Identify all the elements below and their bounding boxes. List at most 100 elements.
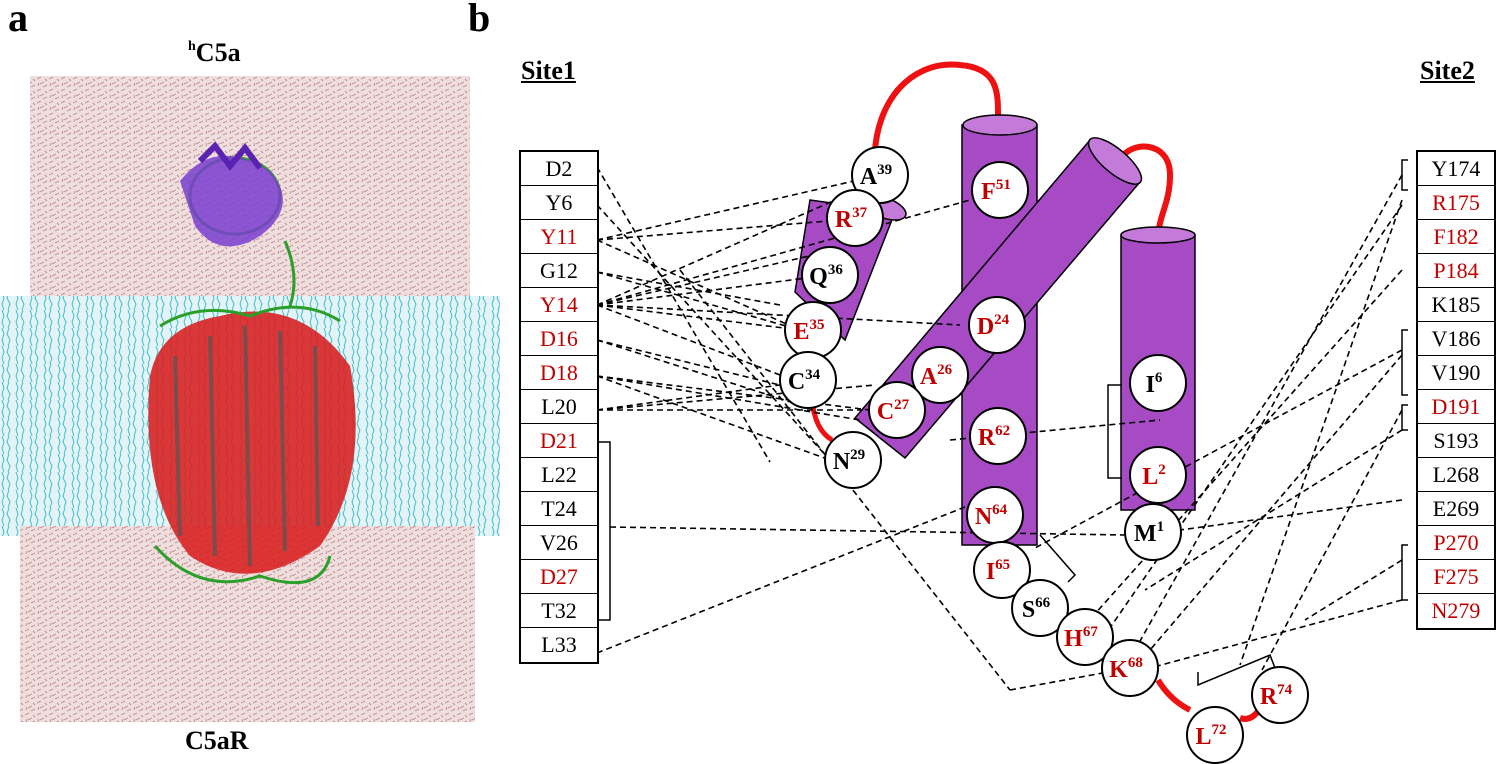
site2-residue: N279 (1431, 598, 1481, 623)
site1-residue: V26 (521, 526, 597, 560)
brackets (596, 159, 1408, 687)
site1-residue: Y14 (521, 288, 597, 322)
site2-residue: V190 (1418, 356, 1494, 390)
interaction-line (1104, 204, 1403, 636)
residue-layer: A39R37Q36E35C34N29F51D24A26C27R62N64I65S… (779, 146, 1309, 764)
residue-number: 29 (850, 447, 865, 463)
loop-a39-f51 (872, 61, 1002, 151)
svg-text:I65: I65 (986, 557, 1010, 585)
residue-n64: N64 (966, 486, 1024, 544)
svg-text:N29: N29 (833, 447, 865, 475)
residue-number: 66 (1035, 595, 1051, 611)
residue-aa: C (877, 399, 894, 425)
site2-residue: D191 (1418, 390, 1494, 424)
interaction-line (596, 339, 801, 406)
c5a-structure (180, 141, 296, 307)
c5a-label-prefix: h (188, 39, 196, 54)
panel-a-letter: a (8, 0, 28, 40)
residue-c27: C27 (868, 381, 926, 439)
residue-number: 51 (996, 177, 1011, 193)
svg-text:R74: R74 (1260, 682, 1293, 710)
interaction-line (596, 174, 881, 241)
residue-d24: D24 (968, 296, 1026, 354)
site2-title: Site2 (1420, 56, 1475, 85)
residue-number: 36 (828, 262, 844, 278)
residue-r37: R37 (826, 189, 884, 247)
residue-number: 68 (1128, 655, 1143, 671)
interaction-line (1149, 354, 1403, 651)
residue-l2: L2 (1129, 446, 1187, 504)
svg-text:R62: R62 (978, 423, 1010, 451)
interaction-line (596, 271, 801, 331)
svg-text:M1: M1 (1134, 519, 1164, 547)
interaction-line (1134, 174, 1403, 651)
svg-text:D24: D24 (977, 312, 1010, 340)
residue-i65: I65 (973, 541, 1031, 599)
interaction-line (1179, 499, 1403, 531)
interaction-line (596, 217, 866, 241)
site1-residue: D27 (521, 560, 597, 594)
residue-number: 1 (1157, 519, 1165, 535)
interaction-line (596, 274, 831, 306)
svg-text:F51: F51 (981, 177, 1011, 205)
residue-r62: R62 (969, 407, 1027, 465)
svg-text:A26: A26 (920, 362, 953, 390)
residue-number: 74 (1277, 682, 1293, 698)
interaction-line (596, 199, 971, 306)
interaction-line (596, 239, 801, 331)
interaction-line (596, 204, 831, 461)
interaction-line (1149, 599, 1403, 669)
interaction-line (1144, 429, 1403, 591)
site2-residue: E269 (1418, 492, 1494, 526)
residue-aa: A (920, 364, 938, 390)
residue-aa: I (986, 559, 995, 585)
site2-residue: F182 (1418, 220, 1494, 254)
residue-aa: A (860, 164, 878, 190)
site2-residue: P184 (1418, 254, 1494, 288)
residue-aa: L (1195, 724, 1211, 750)
site1-residue: L20 (521, 390, 597, 424)
site2-residue: S193 (1418, 424, 1494, 458)
interaction-line (596, 375, 831, 461)
interaction-line (596, 304, 801, 331)
interaction-line (596, 304, 961, 326)
residue-number: 64 (992, 502, 1008, 518)
site1-residue: L22 (521, 458, 597, 492)
site1-residue: Y6 (521, 186, 597, 220)
site1-residue: L33 (541, 632, 577, 657)
residue-number: 27 (894, 397, 910, 413)
interaction-line (1304, 559, 1403, 621)
residue-aa: I (1146, 372, 1155, 398)
residue-number: 34 (805, 367, 821, 383)
residue-r74: R74 (1251, 666, 1309, 724)
residue-aa: Q (809, 264, 828, 290)
residue-l72: L72 (1186, 706, 1244, 764)
svg-text:K68: K68 (1109, 655, 1143, 683)
interaction-line (596, 339, 801, 391)
site2-residue: K185 (1418, 288, 1494, 322)
loop-d24-l2 (1117, 143, 1174, 241)
interaction-line (1239, 199, 1403, 666)
site1-residue: T32 (521, 594, 597, 628)
svg-text:H67: H67 (1064, 624, 1098, 652)
svg-text:A39: A39 (860, 162, 892, 190)
site1-residue: G12 (521, 254, 597, 288)
residue-number: 6 (1155, 370, 1163, 386)
interaction-line (1034, 349, 1403, 549)
residue-q36: Q36 (801, 246, 859, 304)
residue-aa: R (835, 207, 853, 233)
svg-text:Q36: Q36 (809, 262, 843, 290)
svg-text:E35: E35 (793, 317, 824, 345)
site1-residue: D18 (521, 356, 597, 390)
site2-residue: V186 (1418, 322, 1494, 356)
interaction-line (596, 271, 781, 306)
residue-a26: A26 (911, 346, 969, 404)
residue-number: 39 (877, 162, 892, 178)
svg-text:R37: R37 (835, 205, 868, 233)
residue-number: 2 (1158, 462, 1166, 478)
svg-text:N64: N64 (975, 502, 1008, 530)
residue-a39: A39 (851, 146, 909, 204)
site2-residue: L268 (1418, 458, 1494, 492)
residue-aa: K (1109, 657, 1128, 683)
